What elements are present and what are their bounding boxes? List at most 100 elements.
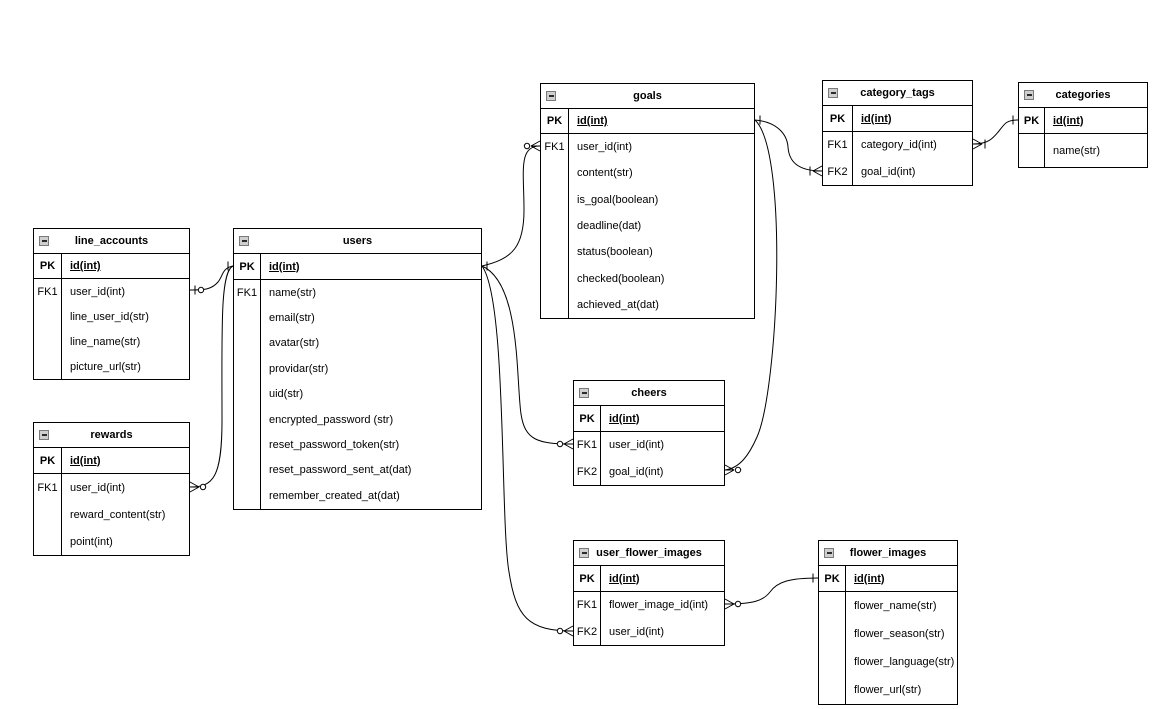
table-row[interactable]: email(str) (234, 305, 481, 331)
table-header[interactable]: flower_images (819, 541, 957, 566)
row-key-label (234, 432, 261, 458)
table-title: rewards (90, 429, 133, 441)
collapse-icon[interactable] (546, 91, 556, 101)
table-row[interactable]: PK id(int) (823, 106, 972, 132)
table-row[interactable]: PK id(int) (574, 406, 724, 432)
table-row[interactable]: reset_password_sent_at(dat) (234, 457, 481, 484)
row-field-label: line_user_id(str) (70, 310, 149, 323)
table-row[interactable]: FK1 user_id(int) (34, 279, 189, 304)
row-field-label: id(int) (269, 260, 300, 273)
row-field-label: remember_created_at(dat) (269, 489, 400, 502)
entity-table-line_accounts[interactable]: line_accounts PK id(int) FK1 user_id(int… (33, 228, 190, 380)
table-row[interactable]: FK2 goal_id(int) (574, 458, 724, 485)
edge-users-user_flower_images[interactable] (481, 265, 574, 632)
table-header[interactable]: line_accounts (34, 229, 189, 254)
table-body: PK id(int) FK1 name(str) email(str) avat… (234, 254, 481, 509)
table-row[interactable]: status(boolean) (541, 239, 754, 266)
entity-table-users[interactable]: users PK id(int) FK1 name(str) email(str… (233, 228, 482, 510)
table-row[interactable]: FK1 user_id(int) (574, 432, 724, 459)
collapse-icon[interactable] (39, 236, 49, 246)
collapse-icon[interactable] (828, 88, 838, 98)
table-row[interactable]: uid(str) (234, 381, 481, 407)
minus-glyph (1026, 94, 1032, 96)
collapse-icon[interactable] (239, 236, 249, 246)
table-title: flower_images (849, 547, 927, 559)
row-key-label (234, 406, 261, 433)
row-field-label: name(str) (1053, 144, 1101, 157)
table-row[interactable]: reward_content(str) (34, 501, 189, 528)
table-row[interactable]: line_user_id(str) (34, 304, 189, 329)
table-row[interactable]: picture_url(str) (34, 354, 189, 379)
edge-goals-category_tags[interactable] (754, 119, 823, 172)
row-key-label (34, 501, 62, 528)
row-field-label: user_id(int) (70, 481, 126, 494)
entity-table-category_tags[interactable]: category_tags PK id(int) FK1 category_id… (822, 80, 973, 186)
table-row[interactable]: PK id(int) (34, 254, 189, 279)
table-row[interactable]: FK2 user_id(int) (574, 618, 724, 645)
table-row[interactable]: FK2 goal_id(int) (823, 158, 972, 185)
table-row[interactable]: achieved_at(dat) (541, 291, 754, 319)
table-body: PK id(int) name(str) (1019, 108, 1147, 167)
table-header[interactable]: user_flower_images (574, 541, 724, 566)
edge-user_flower_images-flower_images[interactable] (724, 577, 819, 605)
table-row[interactable]: point(int) (34, 528, 189, 555)
table-header[interactable]: cheers (574, 381, 724, 406)
collapse-icon[interactable] (39, 430, 49, 440)
table-row[interactable]: FK1 name(str) (234, 280, 481, 306)
table-header[interactable]: users (234, 229, 481, 254)
table-row[interactable]: providar(str) (234, 356, 481, 382)
cardinality-zero-many-icon (523, 140, 541, 152)
row-key-label (234, 483, 261, 509)
entity-table-flower_images[interactable]: flower_images PK id(int) flower_name(str… (818, 540, 958, 705)
row-key-label: PK (574, 406, 601, 431)
minus-glyph (581, 392, 587, 394)
entity-table-rewards[interactable]: rewards PK id(int) FK1 user_id(int) rewa… (33, 422, 190, 556)
table-header[interactable]: goals (541, 84, 754, 109)
table-row[interactable]: remember_created_at(dat) (234, 483, 481, 509)
collapse-icon[interactable] (579, 388, 589, 398)
collapse-icon[interactable] (1024, 90, 1034, 100)
entity-table-categories[interactable]: categories PK id(int) name(str) (1018, 82, 1148, 168)
entity-table-cheers[interactable]: cheers PK id(int) FK1 user_id(int) FK2 g… (573, 380, 725, 486)
table-row[interactable]: FK1 user_id(int) (34, 474, 189, 501)
row-key-label: FK2 (823, 158, 853, 185)
table-row[interactable]: PK id(int) (1019, 108, 1147, 134)
table-row[interactable]: PK id(int) (819, 566, 957, 592)
row-field-label: flower_url(str) (854, 684, 922, 696)
table-row[interactable]: flower_url(str) (819, 676, 957, 704)
table-row[interactable]: name(str) (1019, 134, 1147, 167)
edge-category_tags-categories[interactable] (972, 119, 1019, 145)
table-row[interactable]: FK1 user_id(int) (541, 134, 754, 161)
table-row[interactable]: FK1 flower_image_id(int) (574, 592, 724, 619)
entity-table-goals[interactable]: goals PK id(int) FK1 user_id(int) conten… (540, 83, 755, 320)
table-row[interactable]: PK id(int) (34, 448, 189, 474)
table-row[interactable]: avatar(str) (234, 330, 481, 357)
table-row[interactable]: checked(boolean) (541, 265, 754, 292)
table-row[interactable]: reset_password_token(str) (234, 432, 481, 458)
table-row[interactable]: is_goal(boolean) (541, 186, 754, 213)
row-field-label: reset_password_token(str) (269, 439, 400, 452)
table-row[interactable]: flower_name(str) (819, 592, 957, 620)
entity-table-user_flower_images[interactable]: user_flower_images PK id(int) FK1 flower… (573, 540, 725, 646)
table-row[interactable]: PK id(int) (574, 566, 724, 592)
table-row[interactable]: PK id(int) (234, 254, 481, 280)
table-header[interactable]: categories (1019, 83, 1147, 108)
table-row[interactable]: PK id(int) (541, 109, 754, 134)
edge-rewards-users[interactable] (189, 265, 234, 488)
table-row[interactable]: FK1 category_id(int) (823, 132, 972, 159)
edge-line_accounts-users[interactable] (189, 265, 234, 291)
table-row[interactable]: line_name(str) (34, 329, 189, 354)
table-header[interactable]: rewards (34, 423, 189, 448)
edge-users-goals[interactable] (481, 145, 541, 267)
table-body: PK id(int) FK1 user_id(int) reward_conte… (34, 448, 189, 555)
collapse-icon[interactable] (579, 548, 589, 558)
table-header[interactable]: category_tags (823, 81, 972, 106)
row-field-label: flower_name(str) (854, 600, 937, 612)
table-row[interactable]: content(str) (541, 160, 754, 187)
collapse-icon[interactable] (824, 548, 834, 558)
table-row[interactable]: deadline(dat) (541, 212, 754, 240)
table-row[interactable]: encrypted_password (str) (234, 406, 481, 433)
table-row[interactable]: flower_season(str) (819, 620, 957, 648)
table-row[interactable]: flower_language(str) (819, 648, 957, 676)
row-key-label: PK (541, 109, 569, 133)
